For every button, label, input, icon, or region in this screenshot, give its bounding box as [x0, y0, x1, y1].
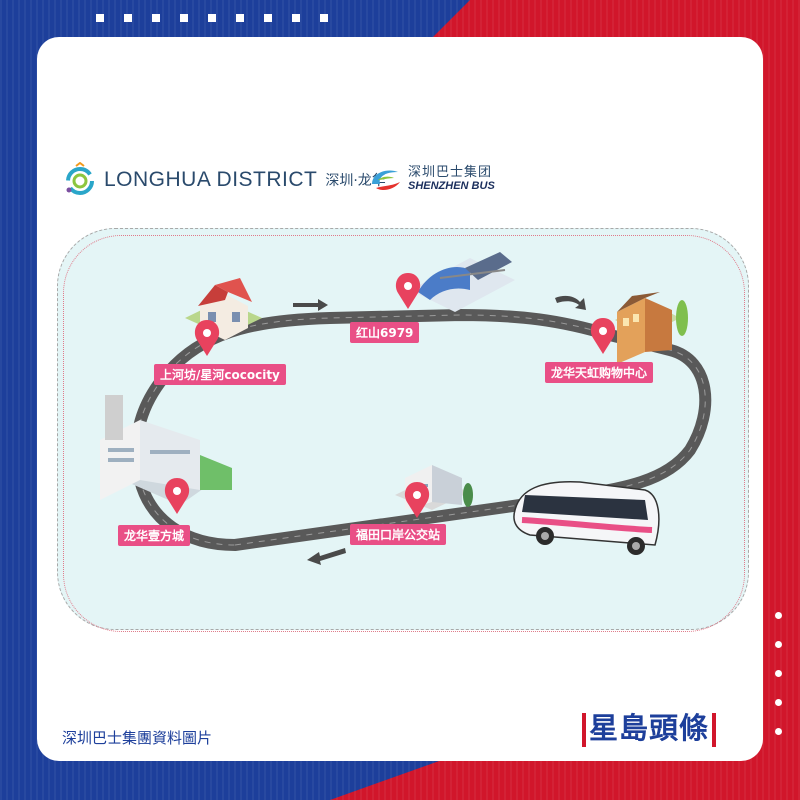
stop-label: 红山6979 — [350, 322, 420, 343]
shenzhen-bus-mark-icon — [372, 170, 400, 190]
bus-chinese: 深圳巴士集团 — [408, 164, 493, 180]
decorative-dots — [775, 612, 782, 735]
brand-bar-right — [712, 713, 717, 747]
bus-english: SHENZHEN BUS — [408, 180, 495, 193]
stop-label: 福田口岸公交站 — [350, 524, 447, 545]
brand-logo: 星島頭條 — [579, 705, 719, 747]
longhua-name: LONGHUA DISTRICT — [104, 168, 318, 191]
stop-label: 上河坊/星河cococity — [154, 364, 286, 385]
stop-label: 龙华天虹购物中心 — [545, 362, 654, 383]
port-building-icon — [395, 465, 473, 510]
image-caption: 深圳巴士集團資料圖片 — [62, 729, 213, 747]
station-building-icon — [410, 252, 515, 312]
map-outline — [63, 235, 745, 632]
longhua-chinese: 深圳·龙华 — [325, 173, 386, 189]
location-pin-icon — [194, 320, 220, 356]
location-pin-icon — [590, 318, 616, 354]
location-pin-icon — [395, 273, 421, 309]
brand-bar-left — [582, 713, 586, 747]
direction-arrow-icon — [555, 295, 586, 310]
stop-label: 龙华壹方城 — [118, 525, 191, 546]
decorative-squares — [96, 14, 328, 22]
longhua-mark-icon — [66, 162, 94, 195]
direction-arrow-icon — [293, 299, 328, 311]
house-building-icon — [185, 278, 262, 340]
bus-icon — [513, 481, 660, 555]
location-pin-icon — [164, 478, 190, 514]
direction-arrow-icon — [307, 548, 346, 565]
location-pin-icon — [404, 482, 430, 518]
shenzhen-bus-logo: 深圳巴士集团 SHENZHEN BUS — [368, 164, 495, 194]
shopping-mall-building-icon — [100, 395, 232, 505]
mall-building-icon — [615, 292, 688, 364]
brand-name: 星島頭條 — [589, 711, 710, 745]
longhua-logo: LONGHUA DISTRICT 深圳·龙华 — [62, 162, 386, 198]
